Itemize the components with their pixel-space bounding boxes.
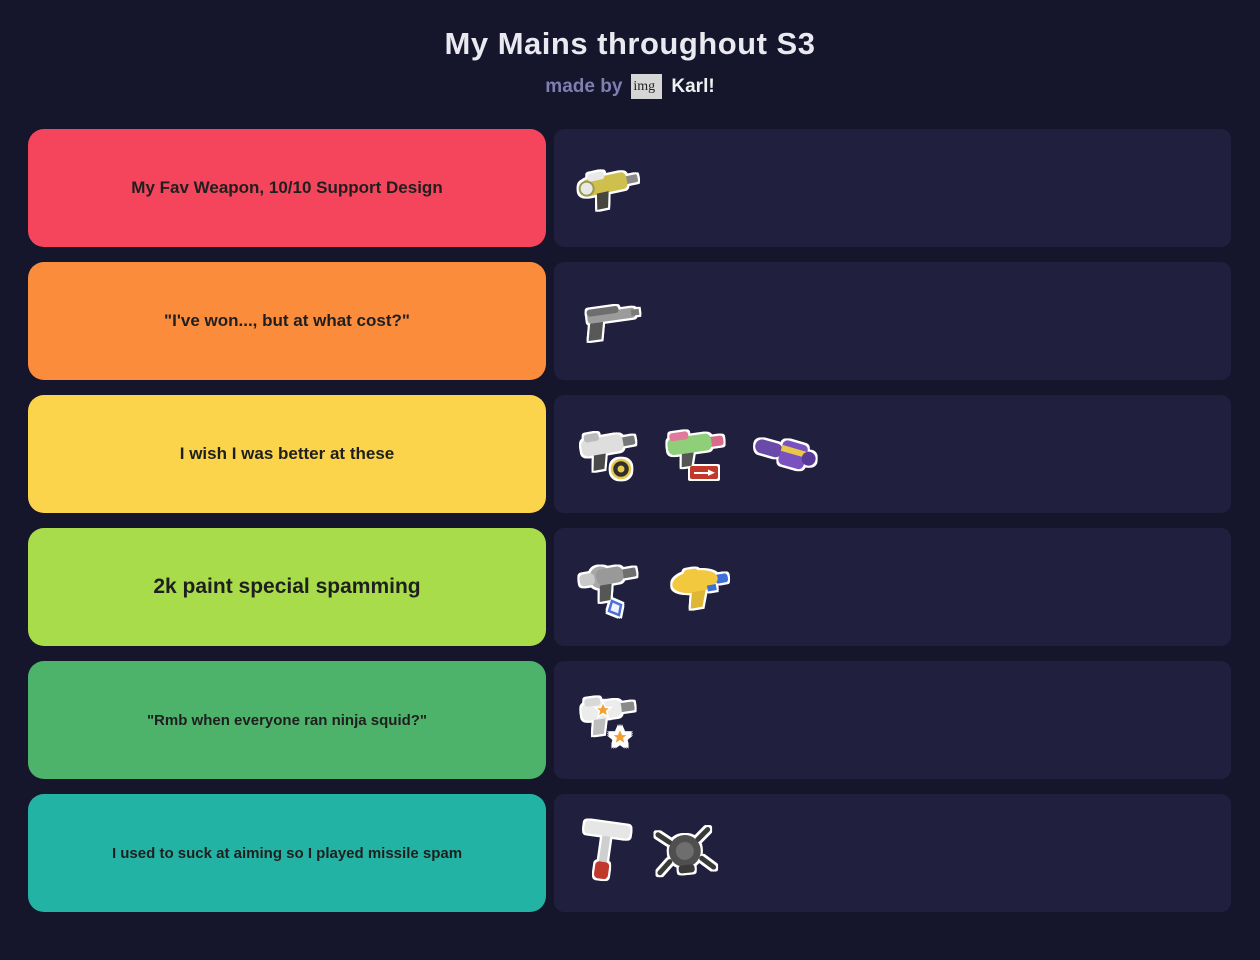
page-title: My Mains throughout S3 [444, 26, 816, 61]
weapon-white-wiper-roller-icon[interactable] [574, 816, 636, 890]
weapon-yellow-watergun-icon[interactable] [662, 560, 736, 614]
tier-content[interactable] [554, 129, 1231, 247]
broken-image-icon: img [631, 74, 663, 99]
tier-label[interactable]: "Rmb when everyone ran ninja squid?" [28, 661, 546, 779]
tier-label[interactable]: I used to suck at aiming so I played mis… [28, 794, 546, 912]
tier-row: "I've won..., but at what cost?" [28, 262, 1231, 380]
tier-row: I wish I was better at these [28, 395, 1231, 513]
tier-content[interactable] [554, 262, 1231, 380]
tier-list-page: My Mains throughout S3 made by img Karl!… [0, 26, 1260, 912]
tier-rows: My Fav Weapon, 10/10 Support Design [0, 129, 1260, 912]
byline-prefix: made by [545, 75, 623, 97]
byline: made by img Karl! [0, 74, 1260, 99]
tier-row: My Fav Weapon, 10/10 Support Design [28, 129, 1231, 247]
tier-row: I used to suck at aiming so I played mis… [28, 794, 1231, 912]
tier-content[interactable] [554, 661, 1231, 779]
weapon-gray-pistol-icon[interactable] [574, 294, 644, 348]
weapon-silver-shooter-badge-icon[interactable] [574, 425, 646, 483]
tier-label[interactable]: My Fav Weapon, 10/10 Support Design [28, 129, 546, 247]
tier-content[interactable] [554, 794, 1231, 912]
tier-label[interactable]: "I've won..., but at what cost?" [28, 262, 546, 380]
weapon-yellow-support-shooter-icon[interactable] [574, 161, 644, 215]
byline-author: Karl! [671, 75, 715, 97]
tier-content[interactable] [554, 395, 1231, 513]
tier-row: "Rmb when everyone ran ninja squid?" [28, 661, 1231, 779]
tier-label[interactable]: 2k paint special spamming [28, 528, 546, 646]
weapon-gray-drum-shooter-tag-icon[interactable] [574, 556, 648, 618]
weapon-purple-slosher-icon[interactable] [748, 427, 822, 481]
tier-content[interactable] [554, 528, 1231, 646]
weapon-dark-crab-machine-icon[interactable] [650, 822, 720, 884]
tier-label[interactable]: I wish I was better at these [28, 395, 546, 513]
weapon-white-star-shooter-icon[interactable] [574, 691, 646, 749]
tier-row: 2k paint special spamming [28, 528, 1231, 646]
weapon-green-blaster-tag-icon[interactable] [660, 425, 734, 483]
